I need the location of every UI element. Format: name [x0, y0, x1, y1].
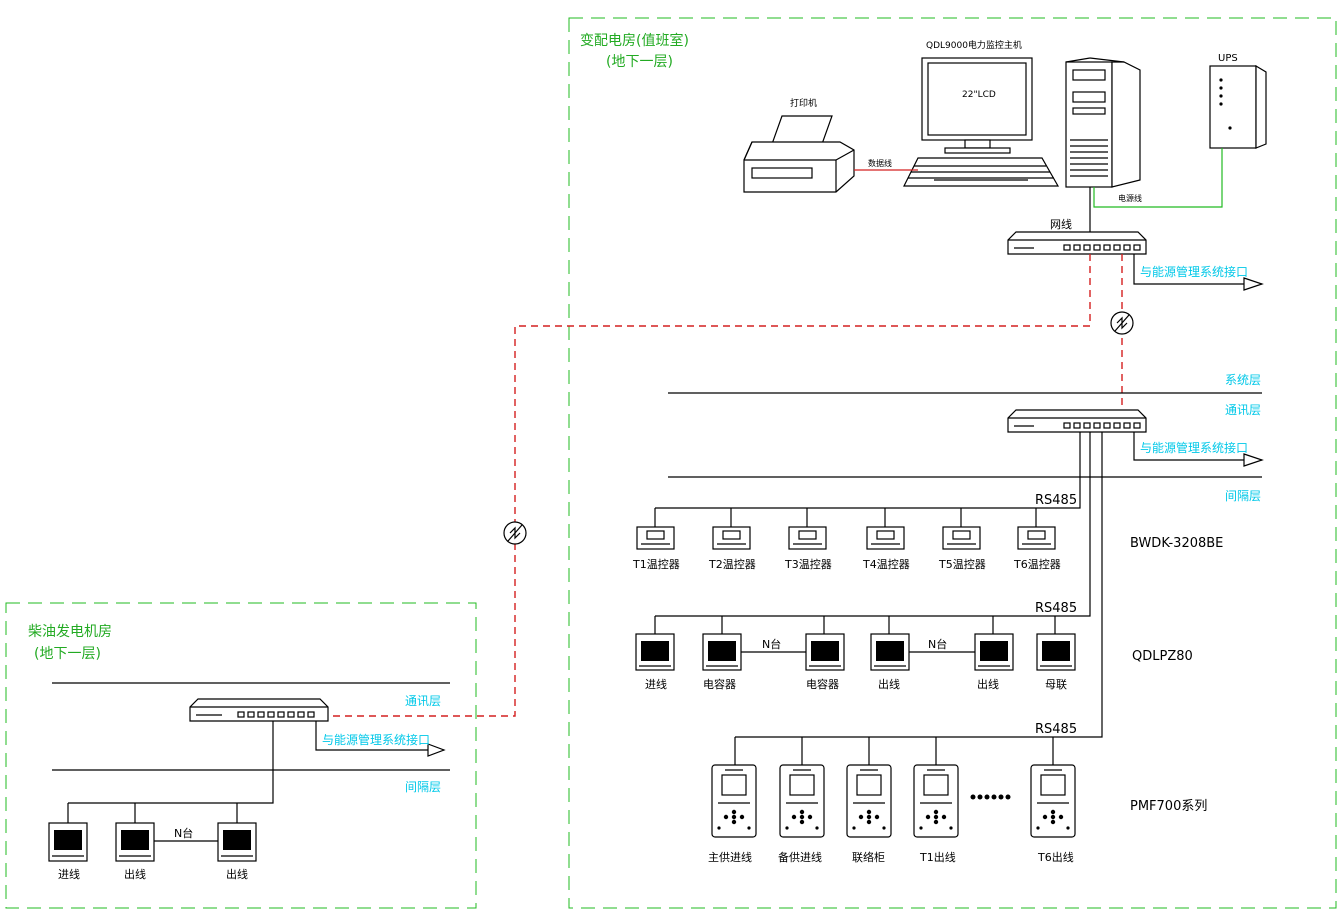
fiber-converter-icon: [1110, 311, 1134, 335]
top-interface-label: 与能源管理系统接口: [1140, 264, 1248, 279]
printer-cable-label: 数据线: [868, 158, 892, 168]
power-meter: 出线: [870, 616, 910, 691]
device-label: 进线: [645, 677, 667, 691]
printer-label: 打印机: [790, 97, 817, 109]
ups-label: UPS: [1218, 53, 1238, 64]
rs485-label-2: RS485: [1035, 601, 1077, 616]
device-label: 电容器: [703, 677, 736, 691]
power-meter: 出线: [974, 616, 1014, 691]
power-meter: 出线: [217, 803, 257, 881]
device-label: 进线: [58, 867, 80, 881]
link-count-label: N台: [174, 826, 193, 840]
fiber-link-generator: [328, 254, 1091, 717]
monitor-label: 22"LCD: [962, 90, 996, 100]
device-label: 出线: [124, 867, 146, 881]
generator-zone-border: [5, 602, 477, 909]
temp-controller: T4温控器: [862, 508, 910, 571]
layer-label-system: 系统层: [1225, 373, 1261, 387]
group3-model-label: PMF700系列: [1130, 799, 1207, 814]
ellipsis-dots: [970, 794, 1011, 800]
power-cable-label: 电源线: [1118, 193, 1142, 203]
temp-controller: T6温控器: [1013, 508, 1061, 571]
gen-layer-label-bay: 间隔层: [405, 780, 441, 794]
device-label: T4温控器: [862, 557, 910, 571]
substation-zone-floor: (地下一层): [606, 54, 673, 70]
group2-model-label: QDLPZ80: [1132, 649, 1193, 664]
device-label: T2温控器: [708, 557, 756, 571]
gen-interface-label: 与能源管理系统接口: [322, 732, 430, 747]
generator-network-switch: [189, 698, 329, 722]
link-count-label: N台: [762, 637, 781, 651]
temp-controller: T1温控器: [632, 508, 680, 571]
device-label: 联络柜: [852, 850, 885, 864]
device-label: T5温控器: [938, 557, 986, 571]
device-label: 电容器: [806, 677, 839, 691]
device-label: T6温控器: [1013, 557, 1061, 571]
power-meter: 电容器: [805, 616, 845, 691]
device-label: T1出线: [919, 850, 956, 864]
protection-relay-row: 主供进线 备供进线 联络柜: [708, 737, 1076, 864]
link-count-label: N台: [928, 637, 947, 651]
temp-controller: T3温控器: [784, 508, 832, 571]
host-computer-title: QDL9000电力监控主机: [926, 39, 1022, 51]
device-label: 出线: [977, 677, 999, 691]
rs485-label-1: RS485: [1035, 493, 1077, 508]
protection-relay: T6出线: [1030, 737, 1076, 864]
power-meter: 进线: [48, 803, 88, 881]
device-label: 出线: [878, 677, 900, 691]
protection-relay: 联络柜: [846, 737, 892, 864]
keyboard-icon: [903, 157, 1060, 187]
device-label: T1温控器: [632, 557, 680, 571]
layer-label-comm: 通讯层: [1225, 403, 1261, 417]
generator-zone-floor: (地下一层): [34, 646, 101, 662]
comm-interface-label: 与能源管理系统接口: [1140, 440, 1248, 455]
protection-relay: 备供进线: [778, 737, 825, 864]
protection-relay: T1出线: [913, 737, 959, 864]
power-meter: 母联: [1036, 616, 1076, 691]
gen-layer-label-comm: 通讯层: [405, 694, 441, 708]
substation-zone-border: [568, 17, 1337, 909]
power-meter: 出线: [115, 803, 155, 881]
device-label: 母联: [1045, 678, 1067, 691]
device-label: T6出线: [1037, 850, 1074, 864]
fiber-converter-icon: [503, 521, 527, 545]
network-cable-label: 网线: [1050, 217, 1072, 231]
temp-controller: T5温控器: [938, 508, 986, 571]
top-network-switch: [1007, 231, 1147, 255]
rs485-label-3: RS485: [1035, 722, 1077, 737]
layer-label-bay: 间隔层: [1225, 489, 1261, 503]
ups-icon: [1209, 64, 1267, 149]
device-label: 主供进线: [708, 850, 752, 864]
group1-model-label: BWDK-3208BE: [1130, 536, 1223, 551]
pc-tower-icon: [1065, 57, 1141, 188]
power-meter: 进线: [635, 616, 675, 691]
temp-controller-row: T1温控器 T2温控器 T3温控器 T4温控器: [632, 508, 1061, 571]
device-label: 出线: [226, 867, 248, 881]
comm-network-switch: [1007, 409, 1147, 433]
device-label: T3温控器: [784, 557, 832, 571]
meter-row: 进线 电容器 N台 电容器 出线 N台: [635, 616, 1076, 691]
printer-icon: [743, 115, 855, 193]
substation-zone-title: 变配电房(值班室): [580, 32, 689, 49]
monitor-icon: 22"LCD: [921, 57, 1033, 154]
protection-relay: 主供进线: [708, 737, 757, 864]
power-meter: 电容器: [702, 616, 742, 691]
gen-meter-row: 进线 出线 N台 出线: [48, 803, 257, 881]
temp-controller: T2温控器: [708, 508, 756, 571]
generator-zone-title: 柴油发电机房: [28, 624, 112, 640]
device-label: 备供进线: [778, 850, 822, 864]
